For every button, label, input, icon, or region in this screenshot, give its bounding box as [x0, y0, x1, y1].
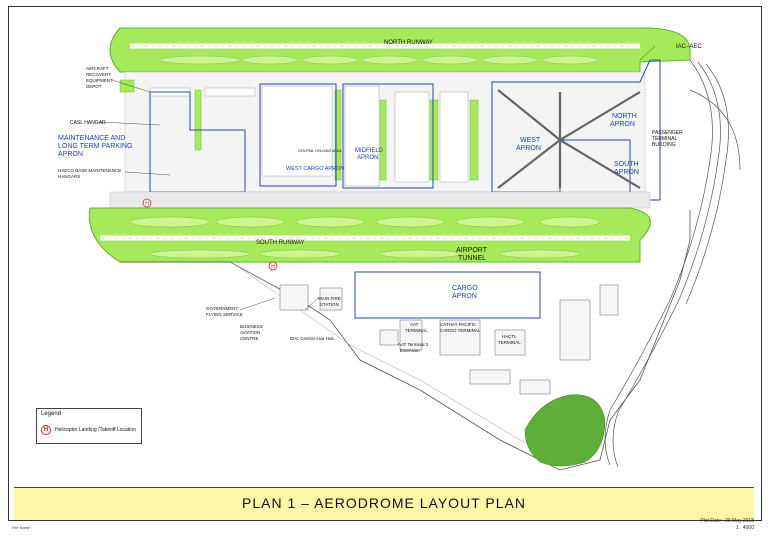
maintenance-label-2: LONG TERM PARKING: [58, 143, 132, 150]
legend-title: Legend: [41, 411, 62, 417]
south-land-outline: [120, 210, 691, 471]
aat-label-1: AAT: [410, 322, 419, 327]
file-name: File Name :: [12, 525, 33, 530]
terminal-concourses: [497, 89, 641, 189]
plot-date: Plot Date : 29 May 2018: [700, 518, 754, 524]
hactl-label-1: HACTL: [502, 334, 517, 339]
cathay-label-1: CATHAY PACIFIC: [440, 322, 477, 327]
north-apron-label-2: APRON: [610, 121, 635, 128]
north-apron-label-1: NORTH: [612, 113, 637, 120]
south-buildings: [279, 284, 619, 395]
aircraft-recovery-label-3: EQUIPMENT: [86, 78, 113, 83]
plan-title: PLAN 1 – AERODROME LAYOUT PLAN: [242, 495, 526, 511]
stand-grid-west-cargo: [149, 85, 469, 187]
helicopter-icon: H: [41, 425, 51, 435]
gfs-label-1: GOVERNMENT: [206, 306, 239, 311]
iac-aec-label: IAC–AEC: [676, 44, 702, 50]
legend-heli-label: Helicopter Landing /Takeoff Location: [55, 427, 136, 433]
south-apron-label-2: APRON: [614, 169, 639, 176]
heli-mark-south: H: [268, 261, 278, 271]
aat-ext-label-2: Extension: [400, 348, 420, 353]
aircraft-recovery-label-2: RECOVERY: [86, 72, 111, 77]
main-fire-label-1: MAIN FIRE: [318, 296, 341, 301]
scale-note: 1 : 4000: [735, 525, 754, 531]
maintenance-label-1: MAINTENANCE AND: [58, 135, 125, 142]
airport-tunnel-label-2: TUNNEL: [458, 255, 486, 262]
south-taxiway-islands: [129, 216, 601, 259]
aat-ext-label-1: AAT Terminal 2: [398, 342, 429, 347]
legend: Legend H Helicopter Landing /Takeoff Loc…: [36, 408, 142, 444]
heli-mark-north: H: [142, 198, 152, 208]
west-apron-label-2: APRON: [516, 145, 541, 152]
airport-tunnel-label-1: AIRPORT: [456, 247, 488, 254]
aircraft-recovery-label-1: AIRCRAFT: [86, 66, 109, 71]
leader-lines: [99, 45, 656, 311]
central-holding-area-label: CENTRAL HOLDING AREA: [298, 149, 342, 153]
south-runway-label: SOUTH RUNWAY: [256, 240, 305, 246]
haeco-label-2: HANGARS: [58, 174, 80, 179]
drawing-frame: [8, 6, 762, 521]
cargo-apron-label-2: APRON: [452, 293, 477, 300]
cathay-label-2: CARGO TERMINAL: [440, 328, 481, 333]
haeco-label-1: HAECO BASE MAINTENANCE: [58, 168, 121, 173]
midfield-apron-label-1: MIDFIELD: [355, 148, 384, 154]
dhl-label: DHL Central Asia Hub: [290, 336, 334, 341]
hactl-label-2: TERMINAL: [498, 340, 521, 345]
casl-hangar-label: CASL HANGAR: [70, 120, 106, 126]
maintenance-label-3: APRON: [58, 151, 83, 158]
west-cargo-apron-label: WEST CARGO APRON: [286, 166, 344, 172]
midfield-apron-label-2: APRON: [357, 155, 378, 161]
legend-row-heli: H Helicopter Landing /Takeoff Location: [41, 425, 136, 435]
bac-label-3: CENTRE: [240, 336, 259, 341]
title-band: PLAN 1 – AERODROME LAYOUT PLAN: [14, 487, 754, 520]
green-hill: [524, 394, 606, 467]
north-runway-strip: [109, 27, 691, 73]
midfield-taxiway-band: [109, 191, 651, 209]
ptb-label-1: PASSENGER: [652, 130, 683, 136]
svg-text:H: H: [145, 201, 149, 207]
gfs-label-2: FLYING SERVICE: [206, 312, 243, 317]
south-apron-label-1: SOUTH: [614, 161, 639, 168]
bac-label-2: AVIATION: [240, 330, 260, 335]
aat-label-2: TERMINAL: [405, 328, 428, 333]
cargo-apron-label-1: CARGO: [452, 285, 478, 292]
main-fire-label-2: STATION: [320, 302, 339, 307]
ptb-label-2: TERMINAL: [652, 136, 678, 142]
ptb-label-3: BUILDING: [652, 142, 676, 148]
east-roads: [604, 59, 741, 468]
svg-text:H: H: [271, 264, 275, 270]
bac-label-1: BUSINESS: [240, 324, 263, 329]
west-apron-label-1: WEST: [520, 137, 541, 144]
aircraft-recovery-label-4: DEPOT: [86, 84, 102, 89]
north-taxiway-islands: [159, 55, 599, 65]
central-grass-strips: [119, 79, 479, 181]
north-runway-label: NORTH RUNWAY: [384, 40, 433, 46]
